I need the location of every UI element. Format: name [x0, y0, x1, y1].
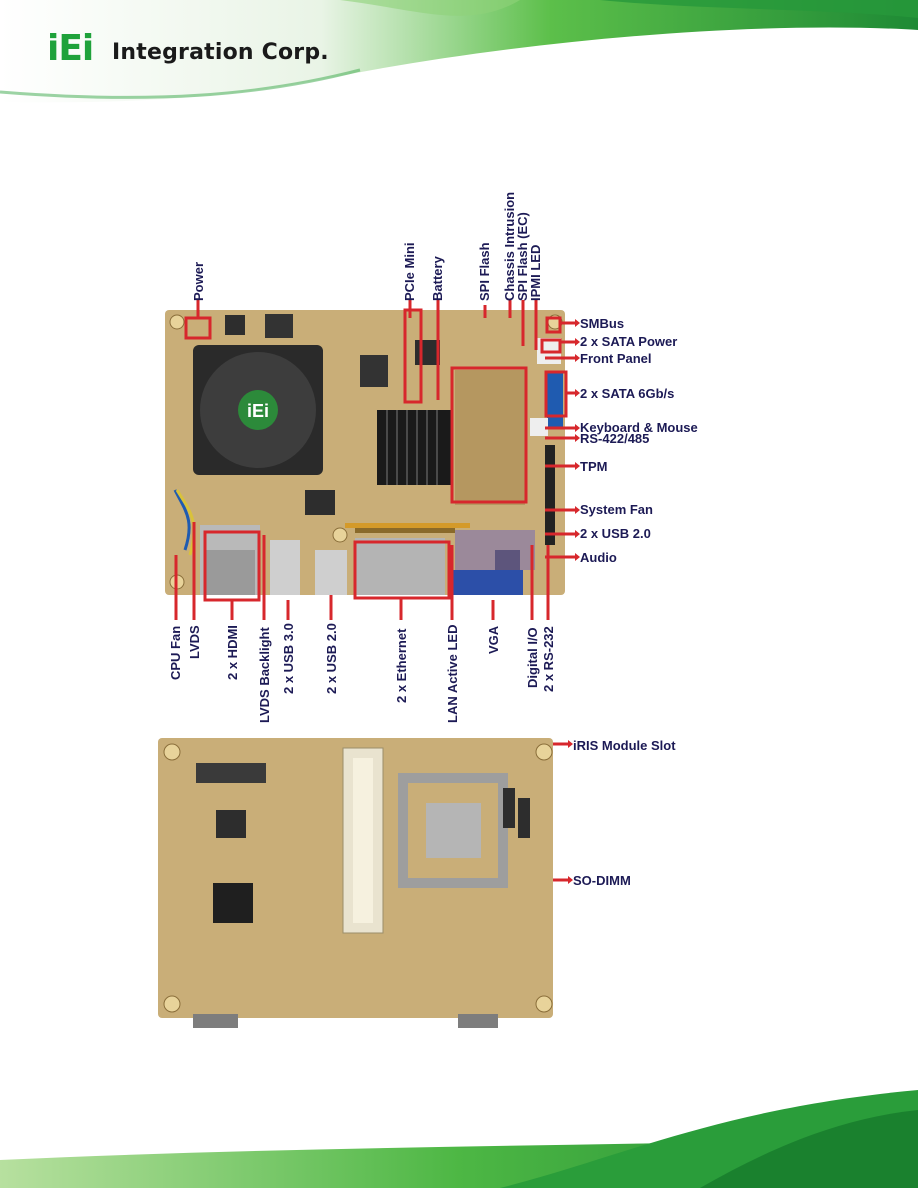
label-hdmi: 2 x HDMI [225, 625, 240, 680]
label-audio: Audio [580, 550, 617, 565]
label-rs232: 2 x RS-232 [541, 626, 556, 692]
label-iris-module-slot: iRIS Module Slot [573, 738, 676, 753]
footer-banner [0, 1090, 918, 1188]
label-ipmi-led: IPMI LED [528, 244, 543, 301]
label-smbus: SMBus [580, 316, 625, 331]
label-keyboard-mouse: Keyboard & Mouse [580, 420, 698, 435]
label-lvds: LVDS [187, 625, 202, 659]
label-usb2-bottom: 2 x USB 2.0 [324, 623, 339, 694]
company-name: Integration Corp. [112, 40, 329, 65]
label-lan-active-led: LAN Active LED [445, 624, 460, 723]
label-rs422-485: RS-422/485 [580, 431, 650, 446]
label-usb2-right: 2 x USB 2.0 [580, 526, 651, 541]
label-usb3: 2 x USB 3.0 [281, 623, 296, 694]
label-tpm: TPM [580, 459, 608, 474]
bottom-board-photo [158, 738, 553, 1028]
label-sata: 2 x SATA 6Gb/s [580, 386, 675, 401]
company-logo-mark: iEi [47, 28, 94, 69]
label-pcie-mini: PCIe Mini [402, 242, 417, 301]
label-spi-flash: SPI Flash [477, 242, 492, 301]
power-outline [184, 316, 212, 340]
label-power: Power [191, 261, 206, 301]
top-board-photo: iEi [165, 310, 565, 595]
svg-text:iEi: iEi [247, 401, 269, 421]
label-so-dimm: SO-DIMM [573, 873, 631, 888]
label-front-panel: Front Panel [580, 351, 652, 366]
label-cpu-fan: CPU Fan [168, 625, 183, 680]
label-battery: Battery [430, 256, 445, 301]
label-vga: VGA [486, 625, 501, 654]
header-banner [0, 0, 918, 103]
label-lvds-backlight: LVDS Backlight [257, 627, 272, 723]
label-system-fan: System Fan [580, 502, 653, 517]
label-sata-power: 2 x SATA Power [580, 334, 678, 349]
label-ethernet: 2 x Ethernet [394, 628, 409, 703]
label-digital-io: Digital I/O [525, 627, 540, 688]
